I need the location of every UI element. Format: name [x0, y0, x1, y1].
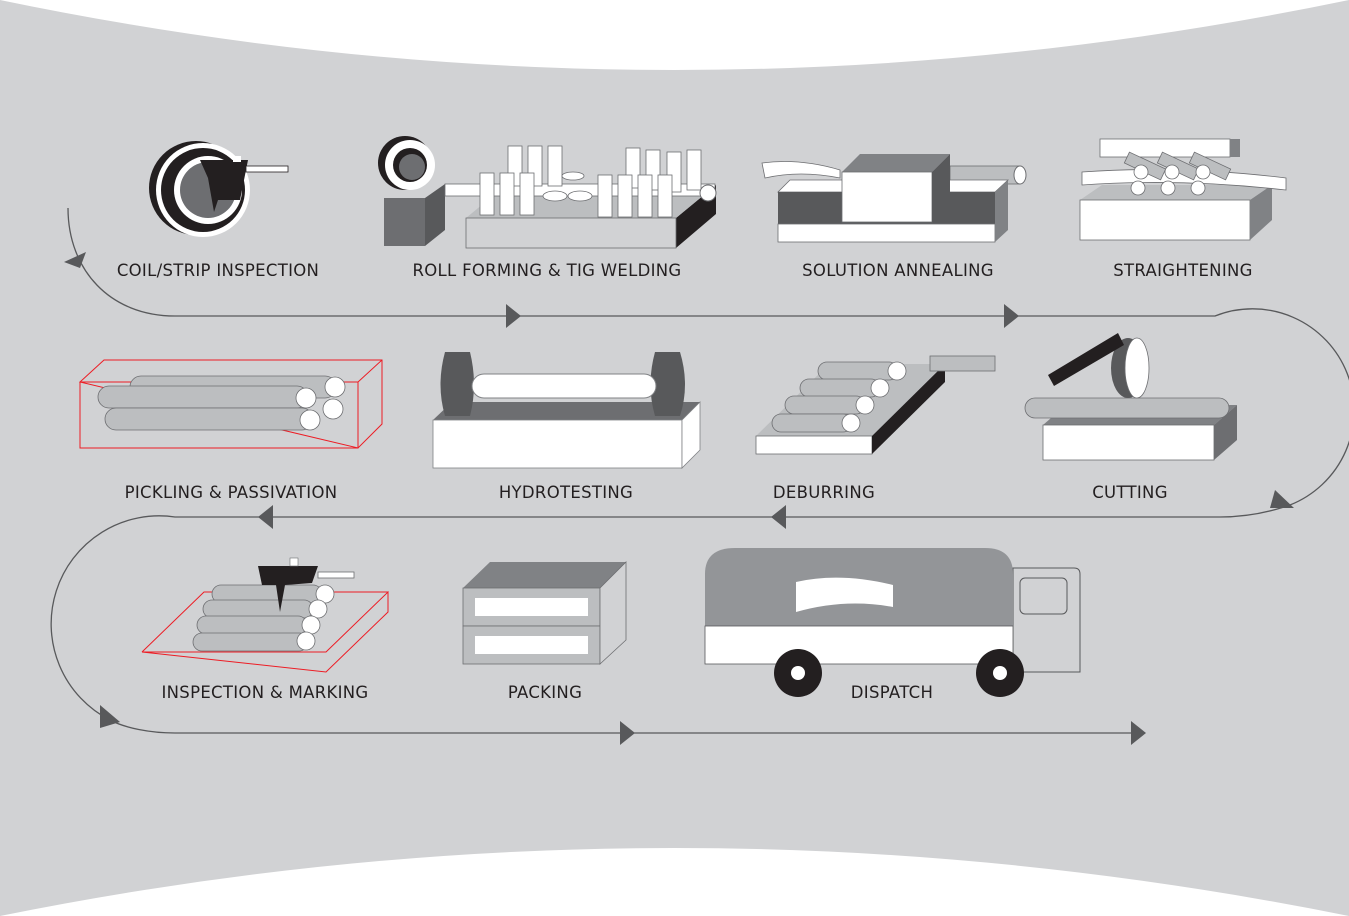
- step-label-straightening: STRAIGHTENING: [1113, 261, 1252, 280]
- annealing-furnace-icon: [761, 154, 1027, 243]
- step-label-solution-annealing: SOLUTION ANNEALING: [802, 261, 994, 280]
- step-label-coil-strip-inspection: COIL/STRIP INSPECTION: [117, 261, 319, 280]
- cutting-saw-icon: [1024, 333, 1237, 461]
- arrow-icon: [771, 505, 786, 529]
- inspection-marking-icon: [141, 557, 389, 673]
- dispatch-truck-icon: [704, 548, 1081, 697]
- coil-inspection-icon: [149, 141, 289, 237]
- step-label-dispatch: DISPATCH: [851, 683, 933, 702]
- arrow-icon: [1004, 304, 1019, 328]
- step-label-pickling-passivation: PICKLING & PASSIVATION: [125, 483, 338, 502]
- step-label-roll-forming-tig-welding: ROLL FORMING & TIG WELDING: [412, 261, 681, 280]
- step-label-packing: PACKING: [508, 683, 582, 702]
- straightening-machine-icon: [1079, 138, 1287, 241]
- arrow-icon: [258, 505, 273, 529]
- arrow-icon: [64, 252, 86, 268]
- step-label-cutting: CUTTING: [1092, 483, 1168, 502]
- arrow-icon: [100, 705, 120, 728]
- step-label-deburring: DEBURRING: [773, 483, 875, 502]
- packing-boxes-icon: [462, 561, 627, 665]
- arrow-icon: [1131, 721, 1146, 745]
- roll-forming-icon: [378, 136, 717, 249]
- flow-path: [50, 207, 1349, 745]
- deburring-machine-icon: [755, 355, 996, 455]
- arrow-icon: [620, 721, 635, 745]
- hydrotest-bench-icon: [432, 352, 701, 469]
- arrow-icon: [1270, 490, 1294, 508]
- step-label-hydrotesting: HYDROTESTING: [499, 483, 633, 502]
- arrow-icon: [506, 304, 521, 328]
- step-label-inspection-marking: INSPECTION & MARKING: [161, 683, 368, 702]
- pickling-tank-icon: [78, 359, 383, 449]
